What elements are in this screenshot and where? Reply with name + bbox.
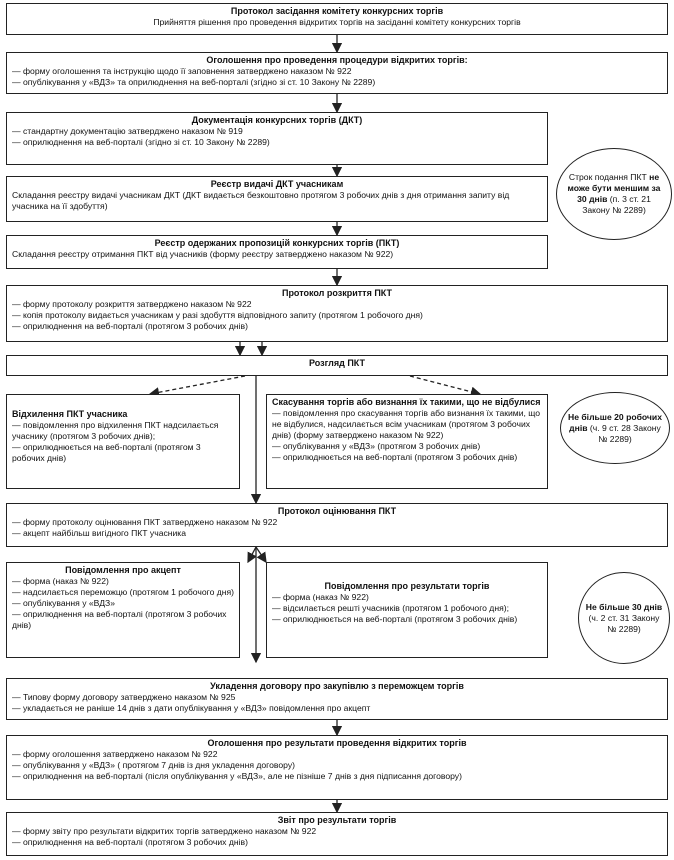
oval-bold-text: Не більше 30 днів	[585, 601, 663, 612]
box-tender-report: Звіт про результати торгів — форму звіту…	[6, 812, 668, 856]
box-line: — акцепт найбільш вигідного ПКТ учасника	[12, 528, 187, 538]
box-contract-conclusion: Укладення договору про закупівлю з перем…	[6, 678, 668, 720]
box-dkt-register: Реєстр видачі ДКТ учасникам Складання ре…	[6, 176, 548, 222]
box-evaluation-protocol: Протокол оцінювання ПКТ — форму протокол…	[6, 503, 668, 547]
oval-text: (ч. 9 ст. 28 Закону № 2289)	[589, 422, 661, 444]
box-title: Розгляд ПКТ	[308, 358, 366, 368]
box-line: — форму протоколу оцінювання ПКТ затверд…	[12, 517, 278, 527]
box-line: — укладається не раніше 14 днів з дати о…	[12, 703, 371, 713]
box-title: Звіт про результати торгів	[277, 815, 397, 825]
box-line: — форму протоколу розкриття затверджено …	[12, 299, 252, 309]
box-line: — копія протоколу видається учасникам у …	[12, 310, 423, 320]
box-line: — опублікування у «ВДЗ»	[12, 598, 115, 608]
deadline-oval-submission: Строк подання ПКТ не може бути меншим за…	[556, 148, 672, 240]
box-line: — оприлюднення на веб-порталі (протягом …	[12, 837, 248, 847]
oval-text: (п. 3 ст. 21 Закону № 2289)	[582, 194, 651, 215]
box-proposals-register: Реєстр одержаних пропозицій конкурсних т…	[6, 235, 548, 269]
box-title: Реєстр видачі ДКТ учасникам	[210, 179, 344, 189]
box-line: — повідомлення про відхилення ПКТ надсил…	[12, 420, 219, 441]
box-line: — форма (наказ № 922)	[12, 576, 109, 586]
oval-text: (ч. 2 ст. 31 Закону № 2289)	[588, 612, 660, 634]
box-title: Протокол оцінювання ПКТ	[277, 506, 397, 516]
box-proposal-rejection: Відхилення ПКТ учасника — повідомлення п…	[6, 394, 240, 489]
box-line: — опублікування у «ВДЗ» (протягом 3 робо…	[272, 441, 481, 451]
box-line: — стандартну документацію затверджено на…	[12, 126, 243, 136]
box-line: — оприлюднюється на веб-порталі (протяго…	[272, 614, 518, 624]
box-line: — оприлюднюється на веб-порталі (протяго…	[12, 442, 201, 463]
box-title: Оголошення про результати проведення від…	[207, 738, 467, 748]
box-title: Документація конкурсних торгів (ДКТ)	[191, 115, 363, 125]
box-title: Повідомлення про акцепт	[65, 565, 181, 575]
box-line: — опублікування у «ВДЗ» та оприлюднення …	[12, 77, 376, 87]
box-tender-announcement: Оголошення про проведення процедури відк…	[6, 52, 668, 94]
box-line: — оприлюднення на веб-порталі (згідно зі…	[12, 137, 270, 147]
box-line: — оприлюднення на веб-порталі (після опу…	[12, 771, 462, 781]
box-line: — відсилається решті учасників (протягом…	[272, 603, 509, 613]
box-line: — форму оголошення та інструкцію щодо її…	[12, 66, 352, 76]
box-tender-cancellation: Скасування торгів або визнання їх такими…	[266, 394, 548, 489]
box-line: — оприлюднення на веб-порталі (протягом …	[12, 609, 227, 630]
box-line: Прийняття рішення про проведення відкрит…	[153, 17, 521, 27]
box-acceptance-notice: Повідомлення про акцепт — форма (наказ №…	[6, 562, 240, 658]
box-title: Відхилення ПКТ учасника	[12, 409, 128, 419]
box-committee-protocol: Протокол засідання комітету конкурсних т…	[6, 3, 668, 35]
box-line: — повідомлення про скасування торгів або…	[272, 408, 541, 440]
oval-bold-text: Не більше 20 робочих днів	[568, 411, 662, 433]
box-title: Укладення договору про закупівлю з перем…	[210, 681, 464, 691]
box-line: — опублікування у «ВДЗ» ( протягом 7 дні…	[12, 760, 295, 770]
oval-bold-text: не може бути меншим за 30 днів	[567, 172, 661, 204]
box-results-notice: Повідомлення про результати торгів — фор…	[266, 562, 548, 658]
deadline-oval-evaluation: Не більше 20 робочих днів (ч. 9 ст. 28 З…	[560, 392, 670, 464]
box-title: Оголошення про проведення процедури відк…	[206, 55, 468, 65]
box-line: Складання реєстру видачі учасникам ДКТ (…	[12, 190, 510, 211]
box-line: — форму оголошення затверджено наказом №…	[12, 749, 218, 759]
box-line: — форму звіту про результати відкритих т…	[12, 826, 317, 836]
box-line: — форма (наказ № 922)	[272, 592, 369, 602]
box-title: Скасування торгів або визнання їх такими…	[272, 397, 541, 407]
box-line: — Типову форму договору затверджено нака…	[12, 692, 236, 702]
box-proposal-review: Розгляд ПКТ	[6, 355, 668, 376]
box-title: Повідомлення про результати торгів	[324, 581, 490, 591]
box-title: Протокол засідання комітету конкурсних т…	[230, 6, 444, 16]
deadline-oval-contract: Не більше 30 днів (ч. 2 ст. 31 Закону № …	[578, 572, 670, 664]
oval-text: Строк подання ПКТ	[568, 172, 647, 182]
box-tender-documentation: Документація конкурсних торгів (ДКТ) — с…	[6, 112, 548, 165]
box-line: — оприлюднення на веб-порталі (протягом …	[12, 321, 248, 331]
box-title: Реєстр одержаних пропозицій конкурсних т…	[154, 238, 400, 248]
box-line: Складання реєстру отримання ПКТ від учас…	[12, 249, 394, 259]
box-line: — надсилається переможцю (протягом 1 роб…	[12, 587, 235, 597]
box-results-announcement: Оголошення про результати проведення від…	[6, 735, 668, 800]
box-title: Протокол розкриття ПКТ	[281, 288, 393, 298]
box-line: — оприлюднюється на веб-порталі (протяго…	[272, 452, 518, 462]
box-opening-protocol: Протокол розкриття ПКТ — форму протоколу…	[6, 285, 668, 342]
